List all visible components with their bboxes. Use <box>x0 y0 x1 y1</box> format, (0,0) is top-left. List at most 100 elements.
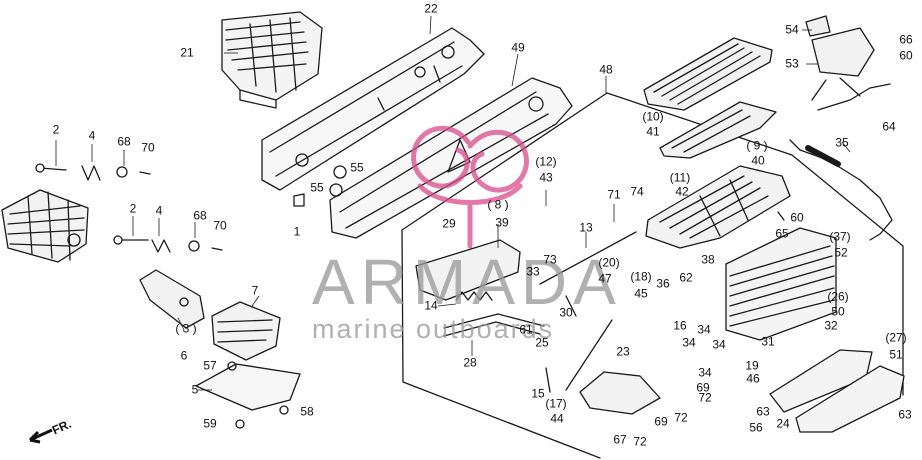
callout-c50: 50 <box>831 304 845 319</box>
callout-c35: 35 <box>835 135 849 150</box>
part-58-bolt <box>279 405 289 415</box>
callout-c34c: 34 <box>682 335 696 350</box>
callout-c70a: 70 <box>141 140 155 155</box>
callout-c2b: 2 <box>129 201 137 216</box>
callout-c9: ( 9 ) <box>746 138 768 153</box>
callout-c62: 62 <box>679 270 693 285</box>
part-22-upper-rail <box>261 27 485 191</box>
part-35-cable <box>789 83 893 241</box>
part-2-pin-lower <box>113 235 149 245</box>
leader-lines <box>55 15 851 391</box>
callout-c72a: 72 <box>698 390 712 405</box>
callout-c3: ( 3 ) <box>175 321 197 336</box>
watermark-tagline-text: marine outboards <box>312 314 555 344</box>
callout-c6: 6 <box>180 348 188 363</box>
callout-c10: (10) <box>642 109 664 124</box>
part-40-step-assembly <box>645 165 791 249</box>
callout-c16: 16 <box>673 318 687 333</box>
callout-c44: 44 <box>550 411 564 426</box>
callout-c12: (12) <box>535 154 557 169</box>
part-footrest-left-upper <box>1 189 89 263</box>
callout-c57: 57 <box>203 358 217 373</box>
part-41-upper-step <box>643 37 773 111</box>
callout-c64: 64 <box>882 119 896 134</box>
callout-c52: 52 <box>834 245 848 260</box>
part-5-footrest-plate <box>195 363 301 411</box>
callout-c58: 58 <box>300 404 314 419</box>
callout-c21: 21 <box>180 45 194 60</box>
callout-c34b: 34 <box>712 337 726 352</box>
callout-c20: (20) <box>598 255 620 270</box>
part-6-footrest-bracket <box>139 269 205 329</box>
part-59-bolt <box>235 419 245 429</box>
callout-c74: 74 <box>630 184 644 199</box>
part-4-spring-lower <box>151 239 171 253</box>
callout-c39: 39 <box>495 215 509 230</box>
callout-c72c: 72 <box>633 434 647 449</box>
part-57-bolt <box>227 361 237 371</box>
callout-c8: ( 8 ) <box>487 197 509 212</box>
callout-c19: 19 <box>745 358 759 373</box>
callout-c41: 41 <box>646 124 660 139</box>
part-15-bolt <box>545 367 551 393</box>
part-28-link <box>443 313 545 337</box>
callout-c67: 67 <box>613 432 627 447</box>
callout-c55b: 55 <box>310 180 324 195</box>
part-30-bolt <box>565 295 577 317</box>
callout-c68b: 68 <box>193 208 207 223</box>
callout-c18: (18) <box>630 269 652 284</box>
part-7-footrest-pad <box>211 301 281 361</box>
callout-c72b: 72 <box>674 410 688 425</box>
callout-c53: 53 <box>785 56 799 71</box>
callout-c34a: 34 <box>697 322 711 337</box>
callout-c23: 23 <box>616 344 630 359</box>
part-39-bracket <box>415 239 521 301</box>
callout-c37: (37) <box>829 229 851 244</box>
callout-c48: 48 <box>599 62 613 77</box>
callout-c14: 14 <box>424 298 438 313</box>
callout-c34d: 34 <box>698 365 712 380</box>
callout-c4b: 4 <box>155 203 163 218</box>
callout-c28: 28 <box>463 355 477 370</box>
part-2-pin-upper <box>35 163 67 173</box>
part-1-grommet <box>293 193 305 207</box>
callout-c24: 24 <box>776 416 790 431</box>
callout-c29: 29 <box>442 216 456 231</box>
callout-c55a: 55 <box>350 160 364 175</box>
callout-c61: 61 <box>519 322 533 337</box>
part-70-clip-lower <box>211 247 223 251</box>
callout-c33: 33 <box>526 264 540 279</box>
callout-c73: 73 <box>543 252 557 267</box>
callout-c31: 31 <box>761 334 775 349</box>
part-51-cover <box>769 349 873 413</box>
callout-c63b: 63 <box>898 407 912 422</box>
part-38-grille-box <box>725 227 837 341</box>
callout-c42: 42 <box>675 184 689 199</box>
callout-c68a: 68 <box>117 134 131 149</box>
callout-c13: 13 <box>579 220 593 235</box>
assembly-boundary-line <box>401 92 904 459</box>
callout-c47: 47 <box>598 271 612 286</box>
callout-c26: (26) <box>827 289 849 304</box>
callout-c15: 15 <box>531 386 545 401</box>
callout-c30: 30 <box>559 305 573 320</box>
callout-c51: 51 <box>889 347 903 362</box>
watermark-brand-text: ARMADA <box>312 246 622 318</box>
callout-c65: 65 <box>775 226 789 241</box>
callout-c43: 43 <box>539 170 553 185</box>
part-21-top-cover <box>221 11 323 109</box>
callout-c49: 49 <box>511 40 525 55</box>
callout-c45: 45 <box>634 286 648 301</box>
callout-c69b: 69 <box>654 414 668 429</box>
part-44-arm <box>565 319 661 415</box>
callout-c4a: 4 <box>88 128 96 143</box>
callout-c25: 25 <box>535 335 549 350</box>
part-24-cover <box>795 365 905 433</box>
callout-c69a: 69 <box>696 380 710 395</box>
callout-c46: 46 <box>746 371 760 386</box>
callout-c32: 32 <box>824 318 838 333</box>
callout-c36: 36 <box>656 276 670 291</box>
callout-c7: 7 <box>251 283 259 298</box>
